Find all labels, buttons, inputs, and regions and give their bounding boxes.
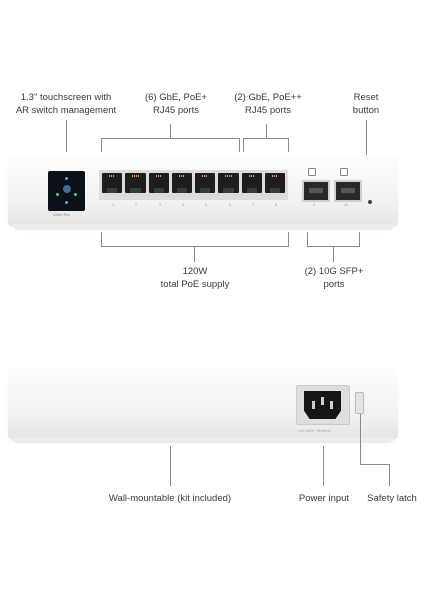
bracket-poe-plusplus-right [288,138,289,152]
label-gbe-poe-plus: (6) GbE, PoE+ RJ45 ports [144,92,208,116]
rj45-port[interactable] [241,173,262,193]
screen-indicator-dot [74,193,77,196]
leader-power-input [323,446,324,486]
label-poe-supply: 120W total PoE supply [160,266,230,290]
port-number: 2 [135,203,137,207]
label-gbe-poe-plusplus: (2) GbE, PoE++ RJ45 ports [234,92,302,116]
rj45-port[interactable] [171,173,192,193]
bracket-poe-plusplus [243,138,289,139]
leader-touchscreen [66,120,67,152]
rj45-port[interactable] [148,173,169,193]
port-number: 7 [252,203,254,207]
sfp-port[interactable] [334,180,362,202]
bracket-poe-supply-left [101,232,102,246]
screen-indicator-dot [65,201,68,204]
bracket-poe-supply [101,246,289,247]
port-number: 4 [182,203,184,207]
switch-rear-base [12,437,394,443]
socket-pin [312,401,315,409]
rj45-port[interactable] [102,173,123,193]
bracket-sfp-mid [333,246,334,262]
reset-button[interactable] [368,200,372,204]
iec-socket [304,391,341,419]
sfp-port[interactable] [302,180,330,202]
power-rating-text: 100-240V~ 50/60Hz [298,429,331,433]
socket-pin [321,397,324,405]
device-logo: USW Pro [53,212,70,217]
label-reset: Reset button [352,92,380,116]
port-number: 3 [159,203,161,207]
label-touchscreen: 1.3" touchscreen with AR switch manageme… [15,92,117,116]
port-number: 1 [112,203,114,207]
bracket-sfp-right [359,232,360,246]
sfp-status-led [308,168,316,176]
switch-front-base [12,224,394,230]
label-power-input: Power input [298,493,350,504]
rj45-port-block [99,170,288,200]
touchscreen-display[interactable] [48,171,85,211]
label-sfp-ports: (2) 10G SFP+ ports [304,266,364,290]
screen-indicator-dot [56,193,59,196]
leader-safety-latch-h [360,464,390,465]
rj45-port[interactable] [218,173,239,193]
bracket-poe-plus-mid [170,124,171,138]
sfp-status-led [340,168,348,176]
rj45-port[interactable] [195,173,216,193]
socket-pin [330,401,333,409]
port-number: 6 [229,203,231,207]
port-number: 8 [275,203,277,207]
bracket-poe-supply-mid [194,246,195,262]
bracket-poe-plus-right [239,138,240,152]
bracket-poe-plusplus-mid [266,124,267,138]
leader-wall-mount [170,446,171,486]
bracket-sfp-left [307,232,308,246]
leader-safety-latch [360,414,361,464]
label-safety-latch: Safety latch [367,493,417,504]
bracket-poe-plus-left [101,138,102,152]
label-wall-mountable: Wall-mountable (kit included) [108,493,232,504]
sfp-port-number: 10 [344,203,348,207]
power-input-socket[interactable] [296,385,350,425]
leader-safety-latch-v [389,464,390,486]
screen-status-dot [63,185,71,193]
rj45-port[interactable] [125,173,146,193]
sfp-port-number: 9 [313,203,315,207]
bracket-poe-plus [101,138,240,139]
port-number: 5 [205,203,207,207]
bracket-poe-plusplus-left [243,138,244,152]
safety-latch[interactable] [355,392,364,414]
screen-indicator-dot [65,177,68,180]
rj45-port[interactable] [264,173,285,193]
bracket-poe-supply-right [288,232,289,246]
